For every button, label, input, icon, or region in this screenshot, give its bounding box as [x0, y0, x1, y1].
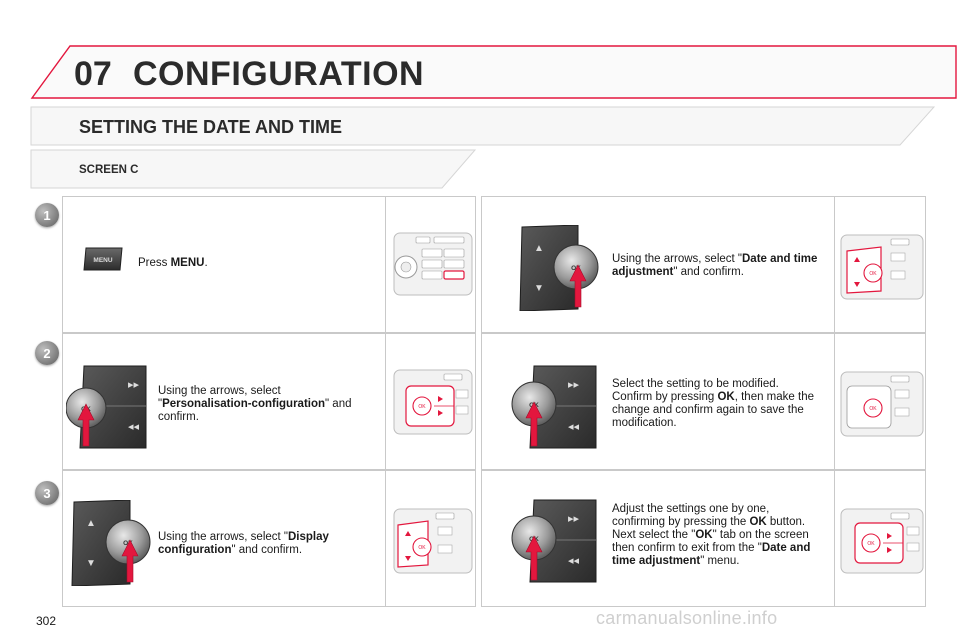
subsection-banner	[30, 149, 476, 189]
svg-text:OK: OK	[867, 541, 875, 547]
console-image-cell: OK	[834, 334, 926, 469]
svg-text:▼: ▼	[86, 558, 96, 569]
chapter-banner	[30, 45, 957, 99]
console-image-cell: OK	[834, 197, 926, 332]
step-badge: 3	[35, 481, 59, 505]
svg-text:◂◂: ◂◂	[128, 421, 140, 433]
ok-knob-icon: ▸▸ ◂◂ OK	[66, 365, 147, 449]
console-image-cell	[385, 197, 476, 332]
up-arrow-icon	[569, 264, 587, 308]
watermark: carmanualsonline.info	[596, 608, 778, 628]
svg-text:OK: OK	[418, 545, 426, 551]
step-text: Using the arrows, select "Date and time …	[612, 253, 818, 278]
up-arrow-icon	[77, 403, 95, 447]
subsection-title: SCREEN C	[79, 164, 139, 176]
svg-text:OK: OK	[869, 271, 877, 277]
chapter-title: CONFIGURATION	[133, 55, 425, 93]
svg-text:◂◂: ◂◂	[568, 555, 580, 567]
section-title: SETTING THE DATE AND TIME	[79, 117, 342, 137]
ok-knob-icon: ▸▸ ◂◂ OK	[511, 499, 597, 583]
chapter-number: 07	[74, 55, 112, 93]
svg-text:▼: ▼	[534, 283, 544, 294]
ok-knob-icon: ▲ ▼ OK	[519, 225, 599, 311]
console-image-cell: OK	[385, 471, 476, 606]
ok-knob-icon: ▸▸ ◂◂ OK	[511, 365, 597, 449]
svg-text:▲: ▲	[86, 518, 96, 529]
step-badge: 2	[35, 341, 59, 365]
up-arrow-icon	[525, 535, 543, 581]
console-illustration: OK	[840, 234, 924, 300]
console-illustration: OK	[840, 508, 924, 574]
ok-knob-icon: ▲ ▼ OK	[71, 500, 151, 586]
console-illustration: OK	[393, 508, 473, 574]
page-number: 302	[36, 614, 57, 628]
menu-button-icon: MENU	[83, 247, 123, 271]
section-banner	[30, 106, 935, 146]
up-arrow-icon	[525, 401, 543, 447]
step-badge: 1	[35, 203, 59, 227]
menu-button-label: MENU	[93, 257, 112, 264]
console-image-cell: OK	[834, 471, 926, 606]
step-text: Using the arrows, select "Display config…	[158, 531, 329, 556]
step-text: Select the setting to be modified. Confi…	[612, 378, 814, 429]
console-illustration	[393, 232, 473, 296]
svg-text:▸▸: ▸▸	[568, 513, 580, 525]
svg-text:▸▸: ▸▸	[128, 379, 140, 391]
up-arrow-icon	[121, 539, 139, 583]
svg-text:◂◂: ◂◂	[568, 421, 580, 433]
svg-text:OK: OK	[869, 406, 877, 412]
step-panel	[62, 196, 476, 333]
svg-text:▸▸: ▸▸	[568, 379, 580, 391]
step-text: Adjust the settings one by one, confirmi…	[612, 503, 811, 567]
console-illustration: OK	[840, 371, 924, 437]
svg-text:▲: ▲	[534, 243, 544, 254]
console-image-cell: OK	[385, 334, 476, 469]
step-text: Press MENU.	[138, 257, 208, 269]
console-illustration: OK	[393, 369, 473, 435]
step-text: Using the arrows, select "Personalisatio…	[158, 385, 352, 423]
svg-text:OK: OK	[418, 404, 426, 410]
